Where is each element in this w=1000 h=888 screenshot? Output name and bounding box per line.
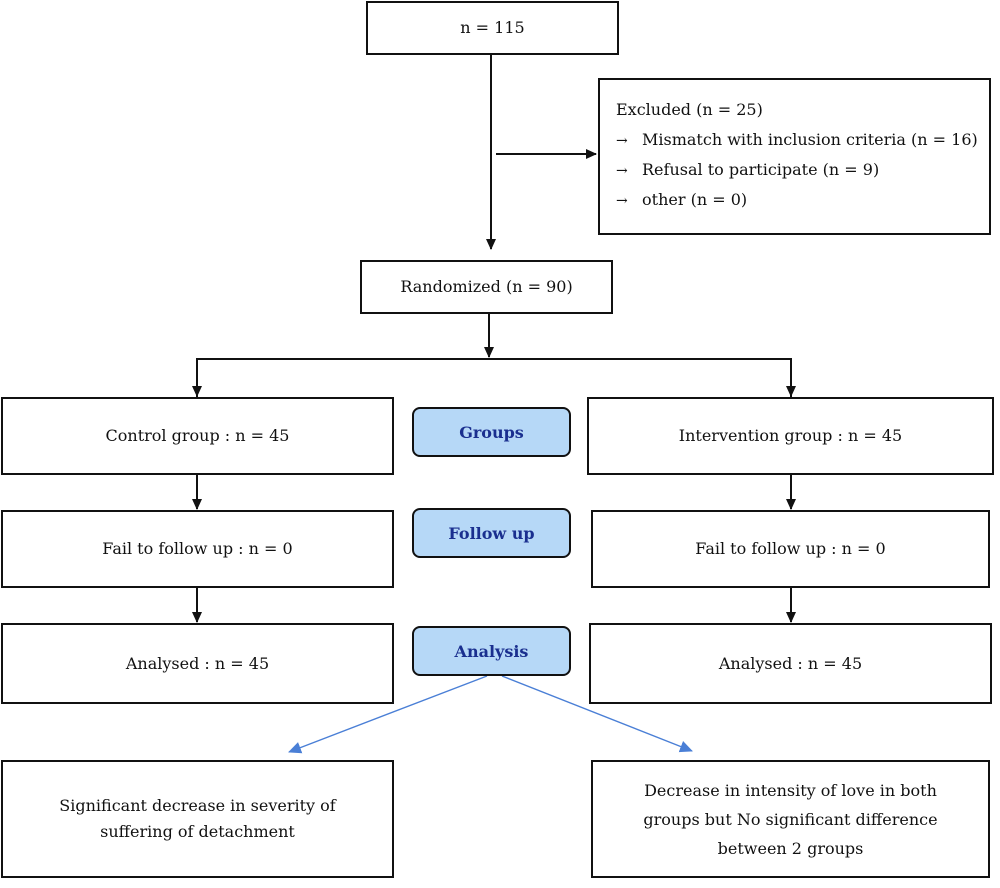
right-arrow-icon: → [616, 163, 628, 179]
excluded-item: →Refusal to participate (n = 9) [616, 160, 880, 179]
arrow-analysis-to-control-outcome [288, 675, 488, 754]
stage-label-analysis: Analysis [412, 626, 571, 676]
intervention-group-text: Intervention group : n = 45 [678, 426, 903, 446]
control-outcome-line: Significant decrease in severity of [59, 796, 336, 815]
excluded-title: Excluded (n = 25) [616, 100, 763, 119]
intervention-outcome-line: between 2 groups [717, 838, 864, 858]
randomized-text: Randomized (n = 90) [400, 277, 573, 297]
enrollment-box: n = 115 [366, 1, 619, 55]
intervention-outcome-box: Decrease in intensity of love in both gr… [591, 760, 990, 878]
split-line [196, 358, 792, 397]
control-group-text: Control group : n = 45 [105, 426, 290, 446]
randomized-box: Randomized (n = 90) [360, 260, 613, 314]
intervention-followup-box: Fail to follow up : n = 0 [591, 510, 990, 588]
control-outcome-box: Significant decrease in severity of suff… [1, 760, 394, 878]
intervention-outcome-line: Decrease in intensity of love in both [644, 780, 937, 800]
right-arrow-icon: → [616, 193, 628, 209]
intervention-analysed-box: Analysed : n = 45 [589, 623, 992, 704]
stage-label-follow-up: Follow up [412, 508, 571, 558]
control-followup-text: Fail to follow up : n = 0 [102, 539, 293, 559]
enrollment-text: n = 115 [460, 18, 525, 38]
stage-label-groups: Groups [412, 407, 571, 457]
excluded-item: →Mismatch with inclusion criteria (n = 1… [616, 130, 978, 149]
control-analysed-box: Analysed : n = 45 [1, 623, 394, 704]
right-arrow-icon: → [616, 133, 628, 149]
control-followup-box: Fail to follow up : n = 0 [1, 510, 394, 588]
excluded-box: Excluded (n = 25) →Mismatch with inclusi… [598, 78, 991, 235]
arrow-analysis-to-intervention-outcome [501, 675, 693, 753]
intervention-outcome-line: groups but No significant difference [643, 809, 938, 829]
intervention-analysed-text: Analysed : n = 45 [718, 653, 863, 673]
excluded-item: →other (n = 0) [616, 190, 748, 209]
control-outcome-line: suffering of detachment [100, 822, 295, 841]
control-group-box: Control group : n = 45 [1, 397, 394, 475]
control-analysed-text: Analysed : n = 45 [125, 653, 270, 673]
intervention-group-box: Intervention group : n = 45 [587, 397, 994, 475]
intervention-followup-text: Fail to follow up : n = 0 [695, 539, 886, 559]
